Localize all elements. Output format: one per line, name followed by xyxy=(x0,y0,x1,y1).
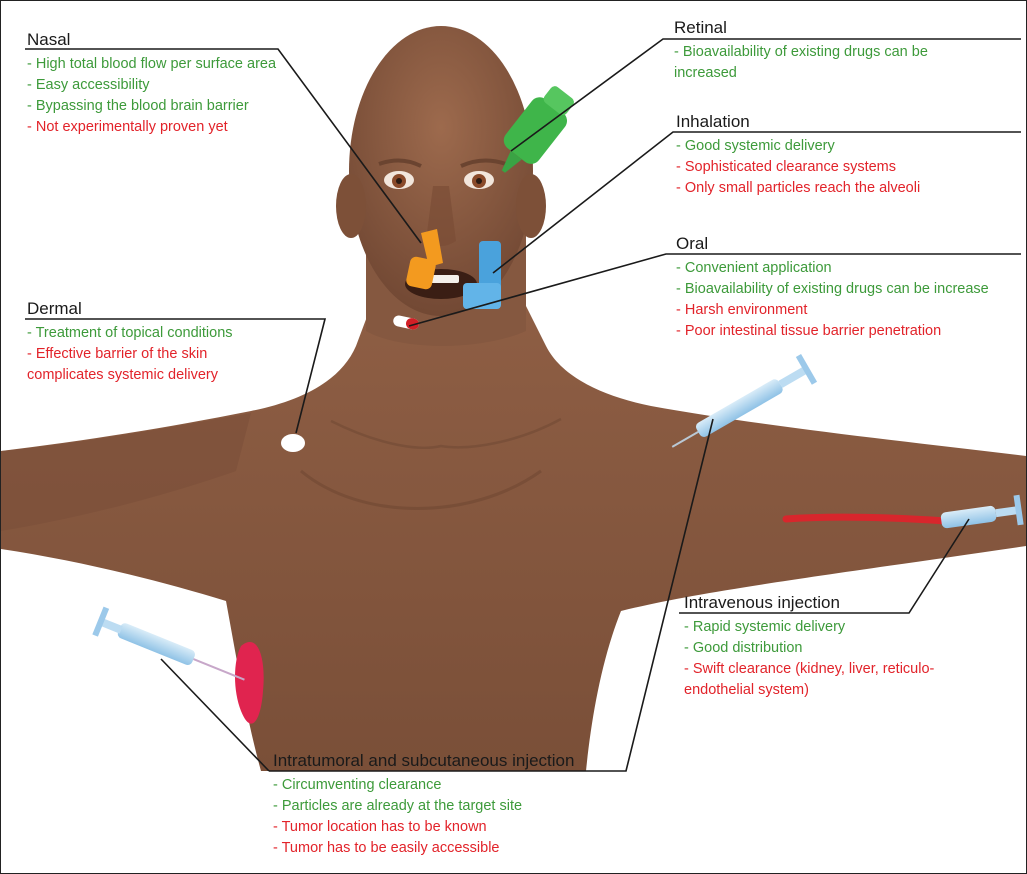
nasal-item: Bypassing the blood brain barrier xyxy=(27,96,276,117)
intratumoral-item: Tumor location has to be known xyxy=(273,817,574,838)
callout-oral: Oral Convenient application Bioavailabil… xyxy=(676,234,989,342)
oral-item: Convenient application xyxy=(676,258,989,279)
vein xyxy=(786,517,946,521)
syringe-intratumoral xyxy=(92,607,250,694)
inhalation-item: Good systemic delivery xyxy=(676,136,920,157)
nasal-item: Not experimentally proven yet xyxy=(27,117,276,138)
intravenous-item: Good distribution xyxy=(684,638,974,659)
intravenous-title: Intravenous injection xyxy=(684,593,974,613)
eye-left xyxy=(384,171,414,189)
intratumoral-title: Intratumoral and subcutaneous injection xyxy=(273,751,574,771)
dermal-item: Treatment of topical conditions xyxy=(27,323,272,344)
oral-title: Oral xyxy=(676,234,989,254)
callout-dermal: Dermal Treatment of topical conditions E… xyxy=(27,299,272,386)
right-ear xyxy=(516,174,546,238)
oral-item: Harsh environment xyxy=(676,300,989,321)
intratumoral-item: Particles are already at the target site xyxy=(273,796,574,817)
tumor xyxy=(235,642,264,724)
dermal-title: Dermal xyxy=(27,299,272,319)
inhalation-title: Inhalation xyxy=(676,112,920,132)
inhalation-item: Only small particles reach the alveoli xyxy=(676,178,920,199)
intratumoral-item: Tumor has to be easily accessible xyxy=(273,838,574,859)
nasal-title: Nasal xyxy=(27,30,276,50)
callout-nasal: Nasal High total blood flow per surface … xyxy=(27,30,276,138)
retinal-title: Retinal xyxy=(674,18,974,38)
oral-item: Poor intestinal tissue barrier penetrati… xyxy=(676,321,989,342)
callout-inhalation: Inhalation Good systemic delivery Sophis… xyxy=(676,112,920,199)
intratumoral-item: Circumventing clearance xyxy=(273,775,574,796)
callout-retinal: Retinal Bioavailability of existing drug… xyxy=(674,18,974,84)
callout-intravenous: Intravenous injection Rapid systemic del… xyxy=(684,593,974,701)
eye-right xyxy=(464,171,494,189)
callout-intratumoral: Intratumoral and subcutaneous injection … xyxy=(273,751,574,859)
inhalation-item: Sophisticated clearance systems xyxy=(676,157,920,178)
nasal-item: Easy accessibility xyxy=(27,75,276,96)
intravenous-item: Swift clearance (kidney, liver, reticulo… xyxy=(684,659,974,701)
dermal-item: Effective barrier of the skin complicate… xyxy=(27,344,272,386)
oral-item: Bioavailability of existing drugs can be… xyxy=(676,279,989,300)
intravenous-item: Rapid systemic delivery xyxy=(684,617,974,638)
left-ear xyxy=(336,174,366,238)
nasal-item: High total blood flow per surface area xyxy=(27,54,276,75)
dermal-patch xyxy=(281,434,305,452)
retinal-item: Bioavailability of existing drugs can be… xyxy=(674,42,974,84)
